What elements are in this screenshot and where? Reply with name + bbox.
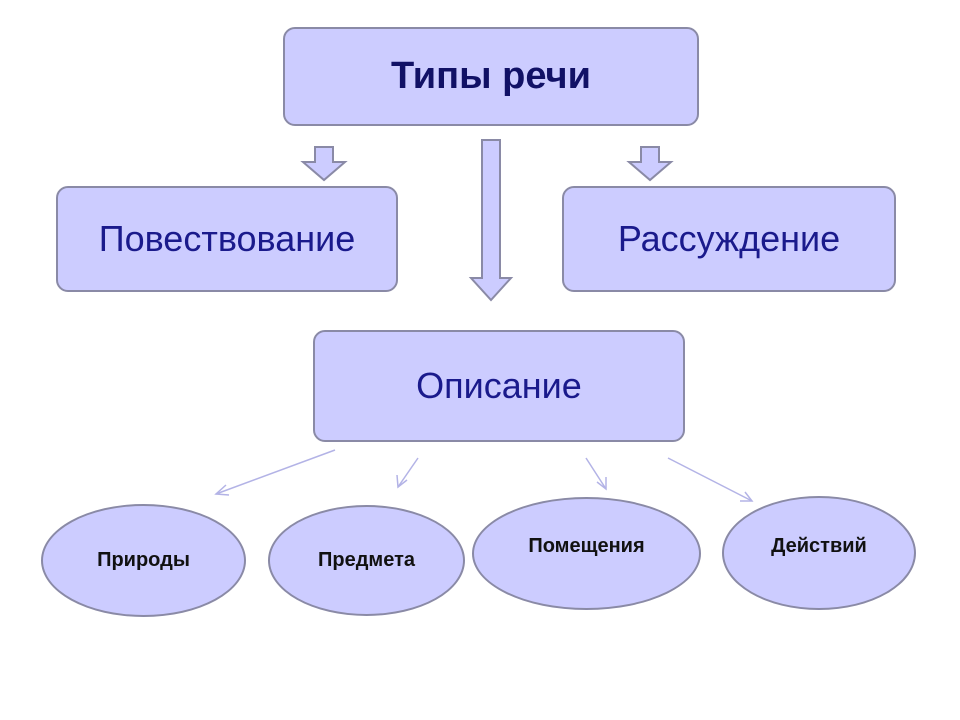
thin-arrow-1: [215, 449, 336, 495]
kind-oval-object: Предмета: [268, 505, 465, 616]
narration-label: Повествование: [98, 218, 356, 259]
kind-label-object: Предмета: [318, 549, 415, 571]
description-label: Описание: [416, 365, 582, 406]
block-arrow-left: [300, 146, 348, 182]
root-label: Типы речи: [391, 55, 591, 97]
reasoning-box: Рассуждение: [562, 186, 896, 292]
kind-label-room: Помещения: [528, 535, 645, 557]
kind-label-nature: Природы: [97, 549, 190, 571]
description-box: Описание: [313, 330, 685, 442]
thin-arrowhead-1: [214, 484, 230, 496]
kind-oval-nature: Природы: [41, 504, 246, 617]
block-arrow-right: [626, 146, 674, 182]
thin-arrowhead-3: [596, 477, 607, 491]
thin-arrow-4: [667, 457, 753, 502]
kind-oval-room: Помещения: [472, 497, 701, 610]
thin-arrow-2: [397, 457, 419, 488]
kind-label-action: Действий: [771, 534, 867, 557]
root-box: Типы речи: [283, 27, 699, 126]
thin-arrowhead-4: [740, 491, 754, 502]
block-arrow-center: [468, 139, 514, 302]
thin-arrowhead-2: [396, 474, 408, 489]
kind-oval-action: Действий: [722, 496, 916, 610]
reasoning-label: Рассуждение: [617, 218, 841, 259]
narration-box: Повествование: [56, 186, 398, 292]
thin-arrow-3: [585, 457, 607, 490]
